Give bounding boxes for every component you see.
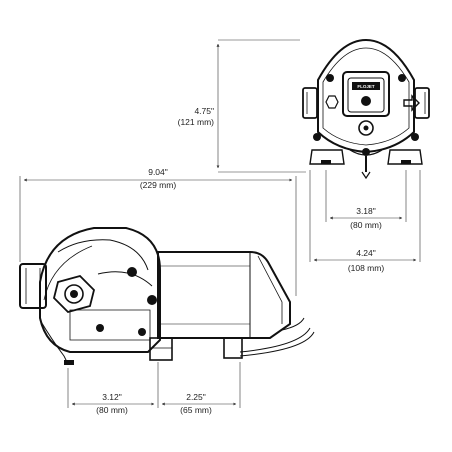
front-offset-dimension-mm: (80 mm) — [96, 405, 128, 415]
inlet-port — [19, 263, 47, 309]
height-dimension-mm: (121 mm) — [178, 117, 215, 127]
flow-arrow-icon — [403, 94, 420, 112]
foot-spacing-dimension-inches: 2.25" — [186, 392, 206, 402]
mount-foot-front — [149, 337, 173, 361]
switch-adjust-screw — [361, 96, 371, 106]
base-width-dimension-mm: (108 mm) — [348, 263, 385, 273]
brand-plate — [352, 82, 380, 90]
front-offset-dimension-inches: 3.12" — [102, 392, 122, 402]
pump-head — [39, 227, 161, 353]
mount-spacing-dimension-mm: (80 mm) — [350, 220, 382, 230]
dimension-annotations: 4.75" (121 mm) 9.04" (229 mm) 3.18" (80 … — [19, 39, 421, 415]
length-dimension-mm: (229 mm) — [140, 180, 177, 190]
pump-side-view — [19, 227, 315, 365]
brand-label: FLOJET — [357, 84, 375, 89]
mount-spacing-dimension-inches: 3.18" — [356, 206, 376, 216]
length-dimension-inches: 9.04" — [148, 167, 168, 177]
pump-front-view: FLOJET — [302, 38, 430, 180]
base-width-dimension-inches: 4.24" — [356, 248, 376, 258]
motor-housing — [157, 251, 291, 339]
foot-spacing-dimension-mm: (65 mm) — [180, 405, 212, 415]
height-dimension-inches: 4.75" — [194, 106, 214, 116]
mount-foot-rear — [223, 337, 243, 359]
